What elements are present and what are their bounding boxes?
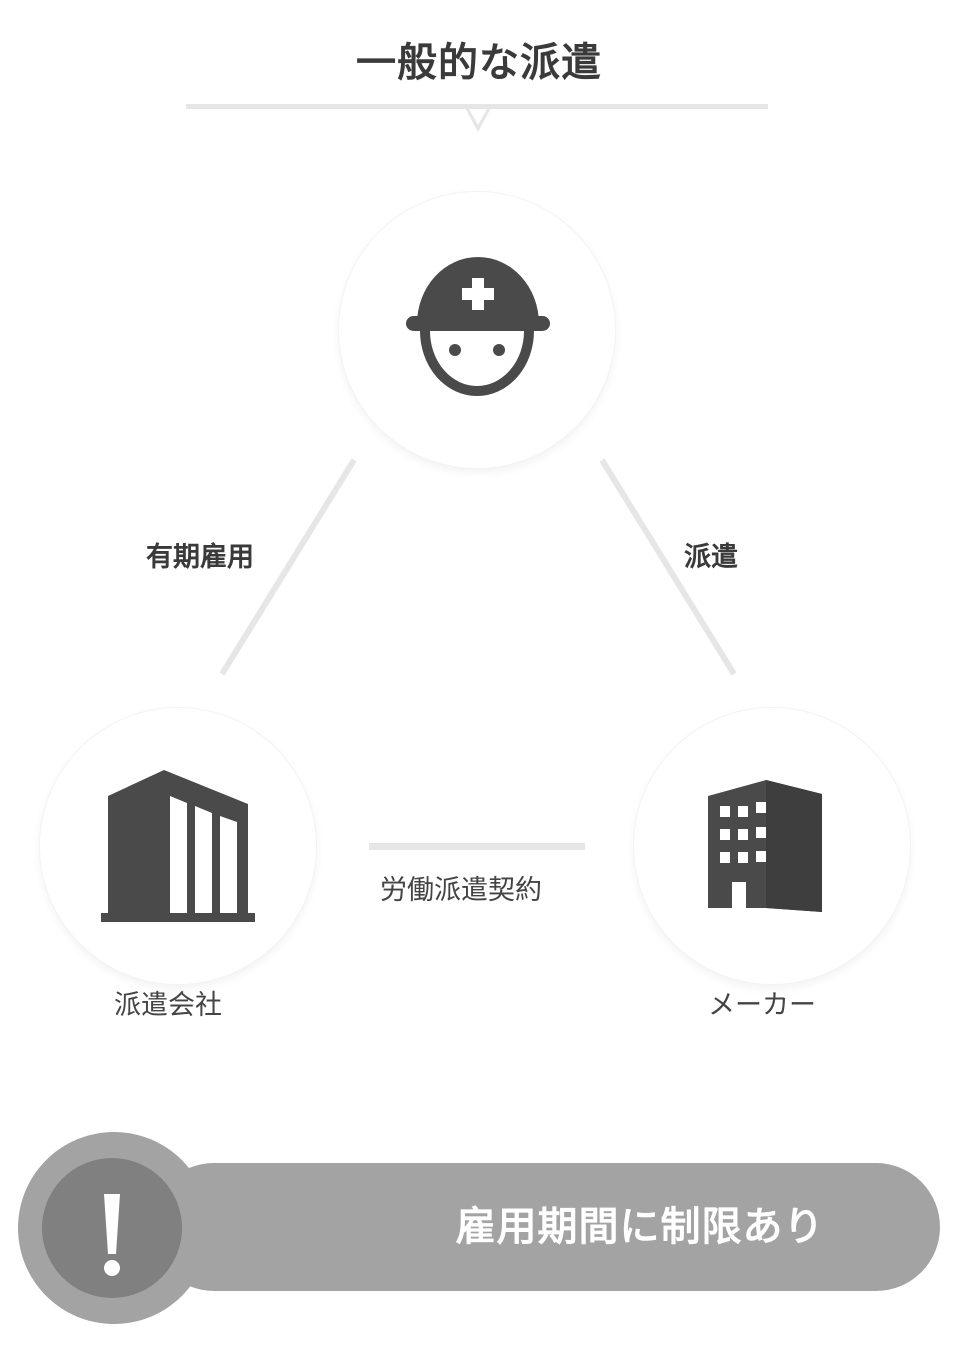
worker-node [339,192,615,468]
notice-banner: 雇用期間に制限あり [150,1163,940,1291]
notice-text: 雇用期間に制限あり [455,1204,825,1250]
exclamation-icon [104,1194,120,1276]
maker-node [634,708,910,984]
agency-label: 派遣会社 [114,990,222,1021]
edge-worker-agency [219,458,357,676]
edge-worker-maker [599,458,737,676]
edge-label-agency-maker: 労働派遣契約 [380,875,542,906]
hardhat-worker-icon [406,257,550,396]
tall-building-icon [101,770,255,922]
page-title: 一般的な派遣 [356,40,602,86]
edge-label-worker-maker: 派遣 [684,542,738,573]
contract-line [369,843,585,850]
notice-badge [18,1132,210,1324]
edge-label-worker-agency: 有期雇用 [146,542,254,573]
maker-label: メーカー [708,990,816,1021]
agency-node [40,708,316,984]
office-building-icon [708,780,822,912]
title-divider [186,104,768,109]
